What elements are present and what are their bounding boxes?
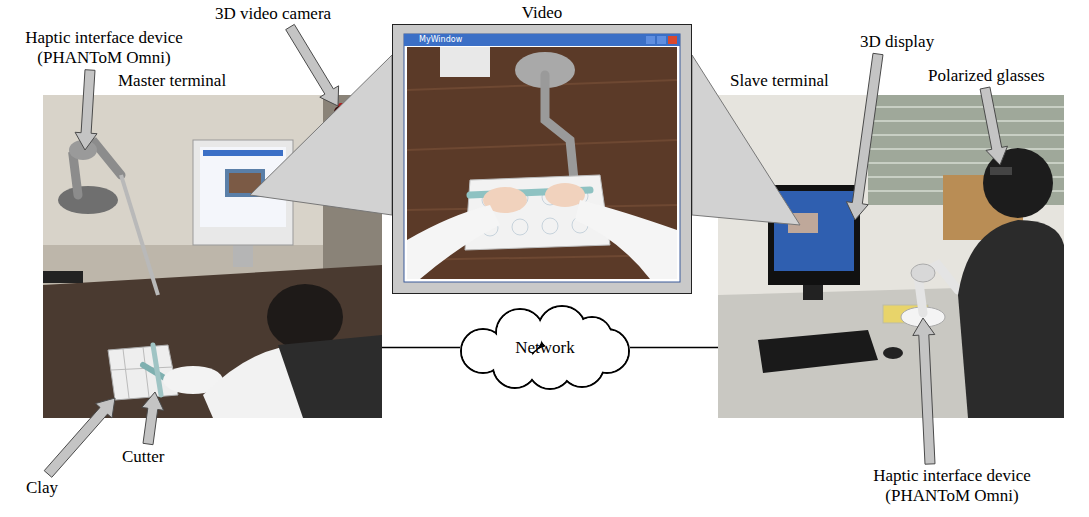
master-photo-part [121,175,158,295]
slave-photo-part-part [868,106,1064,108]
video-screenshot-part [440,47,490,77]
node-heading: Slave terminal [730,71,829,91]
slave-photo-part [990,167,1012,175]
callout-arrow [142,392,164,445]
cloud-label: Network [515,338,574,358]
master-photo-part [43,265,382,418]
master-photo-part [108,345,178,400]
master-photo-part [58,186,118,214]
video-window: Video [392,24,692,294]
callout-arrow [75,70,97,150]
callout-arrow [980,87,1007,165]
video-screenshot-part [404,34,680,46]
slave-photo-part-part [868,148,1064,150]
slave-photo-part [718,95,1064,418]
video-screenshot-part [404,34,680,282]
video-screenshot-part [407,47,677,279]
master-photo-part [203,150,283,156]
callout-label: Clay [26,478,58,498]
video-screenshot-part [575,200,677,279]
network-link [382,347,460,349]
callout-label: Haptic interface device (PHANToM Omni) [14,28,194,68]
master-photo-part [43,271,83,283]
slave-photo-part [883,347,903,359]
master-photo-part [233,245,253,267]
callout-label: Polarized glasses [928,66,1045,86]
callout-arrow [846,53,883,220]
video-screenshot-part [657,36,666,44]
text-slot: Network [460,305,630,390]
photo-panel: Master terminal [43,95,382,418]
slave-photo-part [958,220,1064,418]
slave-photo-part-part [868,134,1064,136]
slave-photo-part [803,285,823,300]
slave-photo-part-part [868,120,1064,122]
callout-label: 3D video camera [215,4,331,24]
callout-label: 3D display [860,32,934,52]
video-screenshot-part [545,75,575,190]
video-screenshot-part [392,24,692,294]
master-photo-part [143,347,149,397]
callout-arrow [44,398,115,477]
text-slot: Video [393,3,691,23]
master-photo-part [278,335,382,418]
video-screenshot-part [407,205,500,279]
cloud-fill [573,318,611,356]
network-link [630,347,718,349]
text-slot: Slave terminal [730,71,829,91]
slave-photo [718,95,1064,418]
callout-arrow [913,318,935,464]
window-title: MyWindow [419,34,462,46]
slave-photo-part [758,330,878,373]
node-heading: Master terminal [118,71,226,91]
callout-arrows [44,24,1007,477]
video-screenshot [392,24,692,294]
callout-label: Cutter [122,447,165,467]
slave-photo-part [911,264,935,282]
video-screenshot-part [668,36,677,44]
video-screenshot-part [545,183,585,207]
text-slot: Master terminal [118,71,226,91]
callout-label: Haptic interface device (PHANToM Omni) [862,466,1042,506]
photo-panel: Slave terminal [718,95,1064,418]
master-photo-part [153,345,161,395]
video-screenshot-part-part [407,140,677,150]
video-screenshot-part-part [512,219,528,235]
master-photo-part [123,349,129,398]
video-screenshot-part [646,36,655,44]
node-heading: Video [393,3,691,23]
network-cloud: Network [460,305,630,390]
video-screenshot-part-part [542,218,558,234]
callout-arrow [286,24,339,106]
